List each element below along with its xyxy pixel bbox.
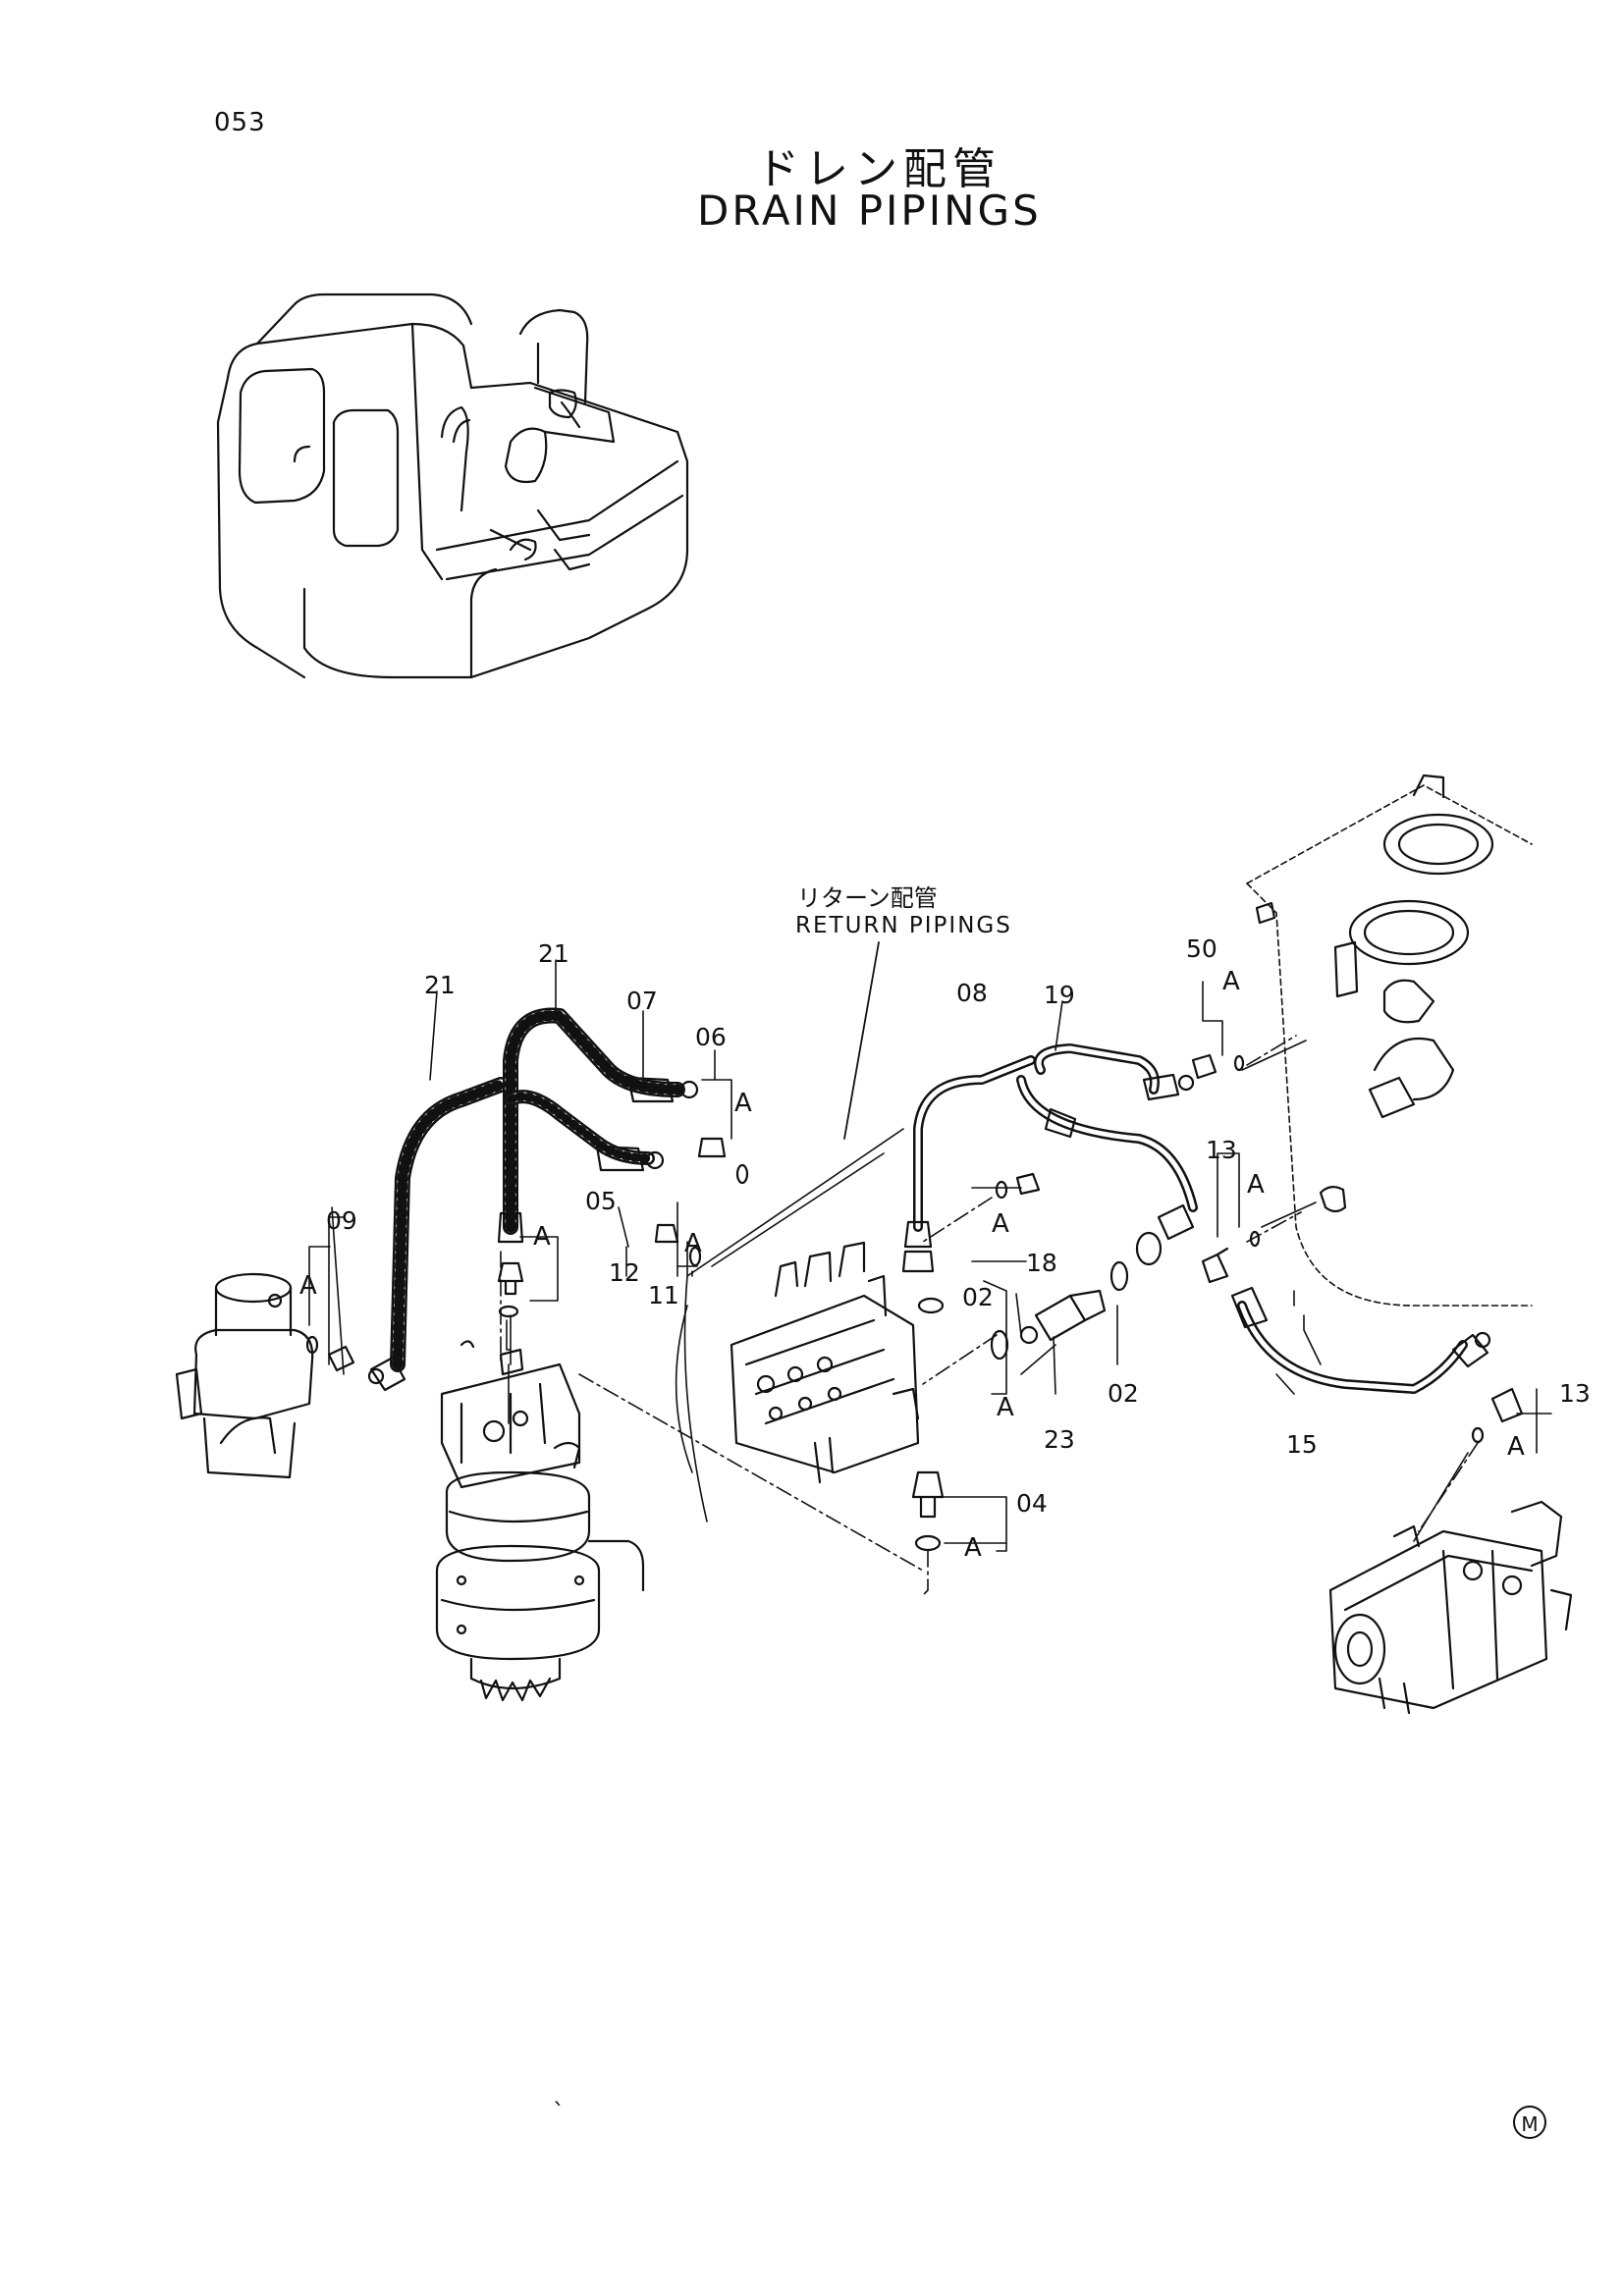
part-label-05: 05 <box>585 1187 617 1215</box>
part-label-15: 15 <box>1286 1430 1318 1459</box>
part-label-11: 11 <box>648 1281 679 1309</box>
pipe-08 <box>901 1055 1036 1273</box>
excavator-overview-illustration <box>216 293 689 679</box>
section-marker-a-13-lower: A <box>1507 1432 1525 1462</box>
footer-tick-mark: ` <box>553 2099 565 2126</box>
section-marker-a-50: A <box>1222 967 1240 996</box>
part-label-21-left: 21 <box>424 971 456 999</box>
main-pump-illustration <box>1328 1500 1573 1715</box>
hose-21-upper <box>503 1007 685 1235</box>
part-label-12: 12 <box>609 1258 640 1287</box>
section-marker-a-23: A <box>997 1393 1014 1422</box>
return-pipings-label-japanese: リターン配管 <box>797 884 938 912</box>
section-marker-a-04: A <box>964 1533 982 1563</box>
return-pipings-label-english: RETURN PIPINGS <box>795 913 1012 938</box>
section-marker-a-18: A <box>992 1209 1009 1239</box>
part-label-07: 07 <box>626 987 658 1015</box>
part-label-50: 50 <box>1186 934 1217 963</box>
part-label-09: 09 <box>326 1206 357 1235</box>
part-label-04: 04 <box>1016 1489 1048 1518</box>
part-label-19: 19 <box>1044 981 1075 1009</box>
part-label-06: 06 <box>695 1023 727 1051</box>
section-marker-a-06: A <box>734 1089 752 1118</box>
alignment-lines <box>500 1035 1479 1596</box>
center-joint-illustration <box>175 1272 314 1479</box>
hose-21-left <box>390 1077 509 1372</box>
leader-lines <box>308 959 1552 1552</box>
footer-circle-mark: M <box>1513 2106 1546 2139</box>
adapter-23 <box>917 1260 1129 1361</box>
part-label-18: 18 <box>1026 1249 1057 1277</box>
hose-19 <box>1016 1043 1198 1266</box>
swing-motor-illustration <box>435 1340 645 1702</box>
part-label-02-left: 02 <box>962 1283 994 1311</box>
part-label-21-upper: 21 <box>538 939 569 968</box>
pipe-15 <box>1230 1286 1491 1394</box>
section-marker-a-05: A <box>533 1222 551 1252</box>
part-label-23: 23 <box>1044 1425 1075 1454</box>
hose-21-middle <box>504 1090 655 1165</box>
part-label-08: 08 <box>956 979 988 1007</box>
section-marker-a-13-upper: A <box>1247 1170 1265 1200</box>
section-marker-a-09: A <box>299 1271 317 1301</box>
hydraulic-tank-illustration <box>1246 774 1533 1307</box>
page-title-english: DRAIN PIPINGS <box>697 187 1042 235</box>
part-label-13-lower: 13 <box>1559 1379 1591 1408</box>
part-label-13-upper: 13 <box>1206 1136 1237 1164</box>
part-label-02-right: 02 <box>1108 1379 1139 1408</box>
section-marker-a-11: A <box>684 1229 702 1258</box>
control-valve-illustration <box>730 1241 920 1484</box>
page-title-japanese: ドレン配管 <box>756 144 1001 194</box>
page-number: 053 <box>214 108 266 137</box>
